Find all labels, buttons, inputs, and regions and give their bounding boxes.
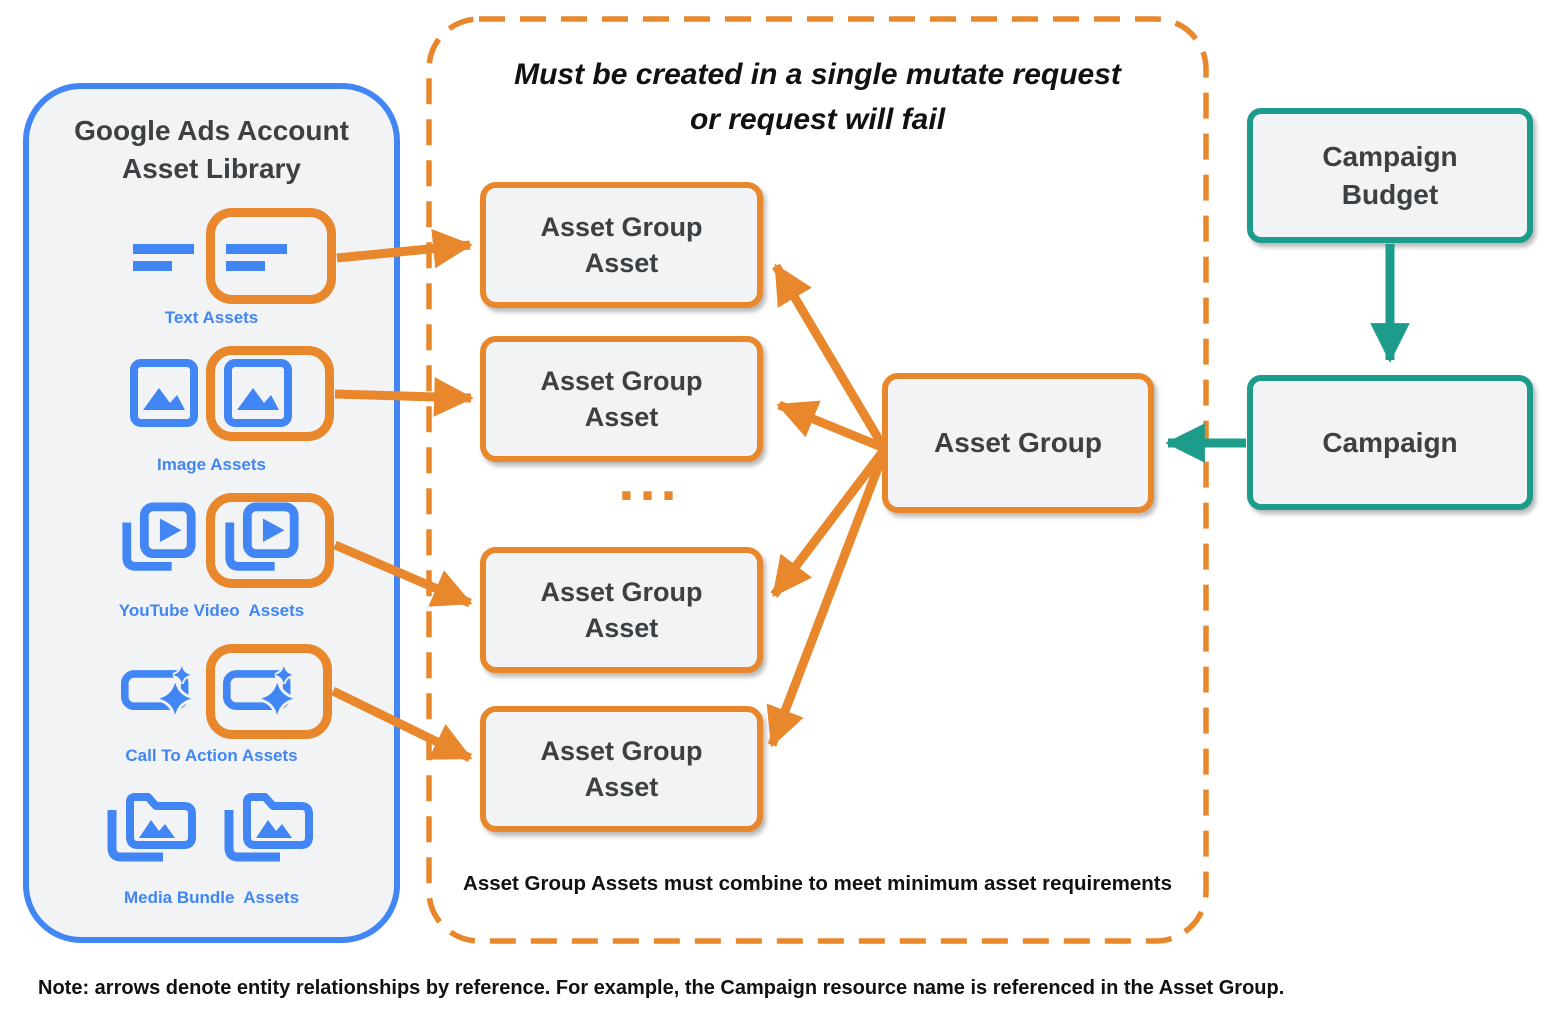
text-assets-label: Text Assets <box>164 308 259 327</box>
media-bundle-asset-icon <box>107 793 196 862</box>
asset-group-asset-box-3: Asset Group Asset <box>480 547 763 673</box>
mutate-request-footnote: Asset Group Assets must combine to meet … <box>463 872 1172 895</box>
cta-assets-label: Call To Action Assets <box>125 746 298 765</box>
image-asset-icon <box>224 359 292 427</box>
call-to-action-asset-icon <box>121 665 197 718</box>
mutate-request-title: Must be created in a single mutate reque… <box>514 58 1121 136</box>
campaign-budget-box: Campaign Budget <box>1247 108 1533 243</box>
reference-note: Note: arrows denote entity relationships… <box>38 977 1285 999</box>
media-bundle-asset-icon <box>224 793 313 862</box>
youtube-video-asset-icon <box>225 502 299 571</box>
youtube-video-asset-icon <box>122 502 196 571</box>
selected-cta-asset-ring <box>206 644 332 739</box>
image-asset-icon <box>130 359 198 427</box>
asset-group-asset-box-2: Asset Group Asset <box>480 336 763 462</box>
selected-youtube-asset-ring <box>206 493 334 588</box>
image-assets-label: Image Assets <box>157 455 266 474</box>
asset-group-asset-box-4: Asset Group Asset <box>480 706 763 832</box>
text-asset-icon <box>226 244 287 271</box>
text-asset-icon <box>133 244 194 271</box>
selected-image-asset-ring <box>206 346 334 441</box>
call-to-action-asset-icon <box>223 665 299 718</box>
media-bundle-assets-label: Media Bundle Assets <box>123 888 300 907</box>
asset-library-title: Google Ads Account Asset Library <box>74 115 349 184</box>
youtube-assets-label: YouTube Video Assets <box>118 601 305 620</box>
campaign-box: Campaign <box>1247 375 1533 510</box>
asset-group-asset-box-1: Asset Group Asset <box>480 182 763 308</box>
ellipsis-more-assets: ... <box>618 448 682 513</box>
asset-group-box: Asset Group <box>882 373 1154 513</box>
selected-text-asset-ring <box>206 208 336 304</box>
